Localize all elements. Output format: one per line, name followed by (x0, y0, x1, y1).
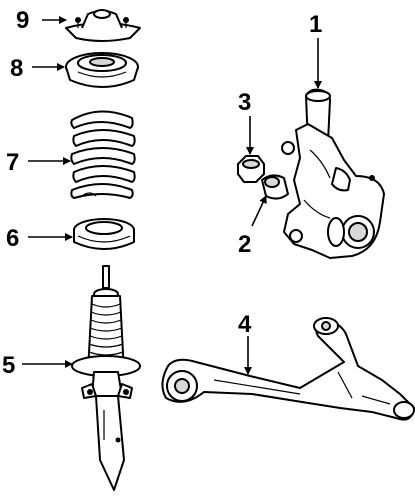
strut-part (71, 265, 141, 491)
upper-spring-seat-part (65, 52, 139, 88)
callout-2: 2 (238, 231, 251, 258)
callout-4: 4 (238, 311, 252, 338)
bushing-part (261, 174, 289, 200)
leader-2 (251, 195, 267, 227)
callout-labels: 9 8 7 6 5 1 3 2 4 (2, 7, 322, 379)
leader-lines (22, 16, 322, 375)
callout-8: 8 (10, 55, 23, 82)
callout-5: 5 (2, 352, 15, 379)
nut-part (237, 155, 265, 183)
callout-3: 3 (238, 89, 251, 116)
steering-knuckle-part (281, 88, 385, 259)
callout-7: 7 (6, 149, 19, 176)
callout-6: 6 (6, 225, 19, 252)
coil-spring-part (70, 110, 136, 199)
callout-9: 9 (16, 7, 29, 34)
lower-control-arm-part (161, 317, 415, 421)
spring-insulator-part (73, 218, 135, 250)
callout-1: 1 (309, 11, 322, 38)
strut-mount-part (65, 9, 141, 42)
